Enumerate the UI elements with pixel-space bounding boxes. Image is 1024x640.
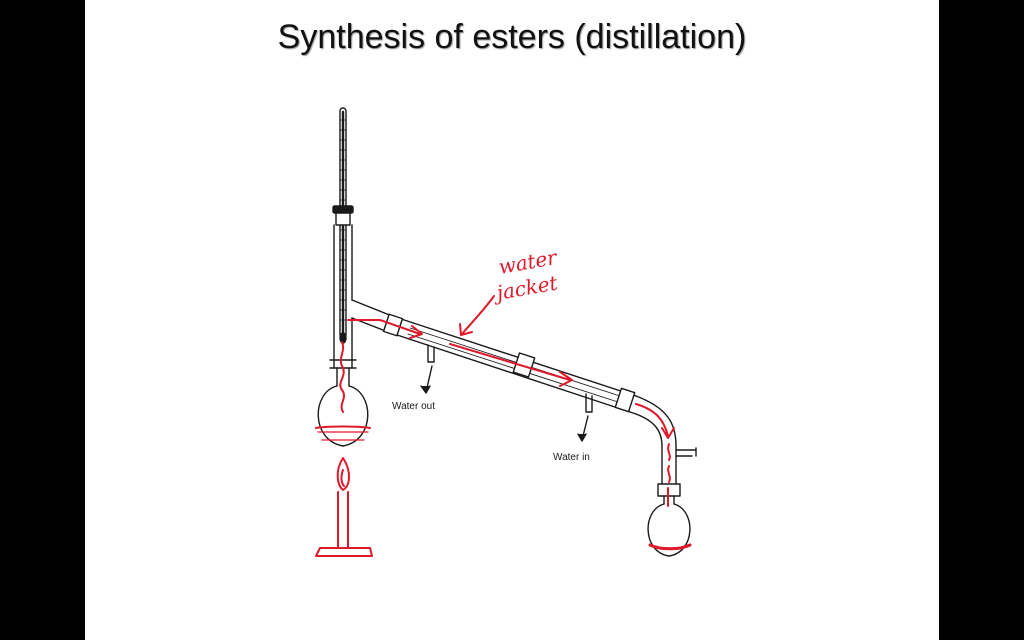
water-in-label: Water in [553, 452, 590, 463]
burner-icon [337, 491, 349, 549]
slide-title: Synthesis of esters (distillation) [277, 18, 747, 56]
water-jacket-annotation: water jacket [491, 245, 560, 306]
receiver-adapter [629, 395, 697, 497]
receiving-flask [647, 495, 691, 557]
vapour-flow-arrow [347, 319, 421, 335]
condenser [382, 313, 637, 413]
water-jacket-arrow [461, 295, 495, 335]
thermometer-adapter [332, 205, 354, 226]
flame-icon [336, 457, 350, 491]
slide: Synthesis of esters (distillation) [85, 0, 939, 640]
vapour-path [339, 341, 345, 413]
distilling-flask [317, 367, 369, 447]
water-out-label: Water out [392, 401, 435, 412]
handwritten-annotations [315, 295, 692, 557]
